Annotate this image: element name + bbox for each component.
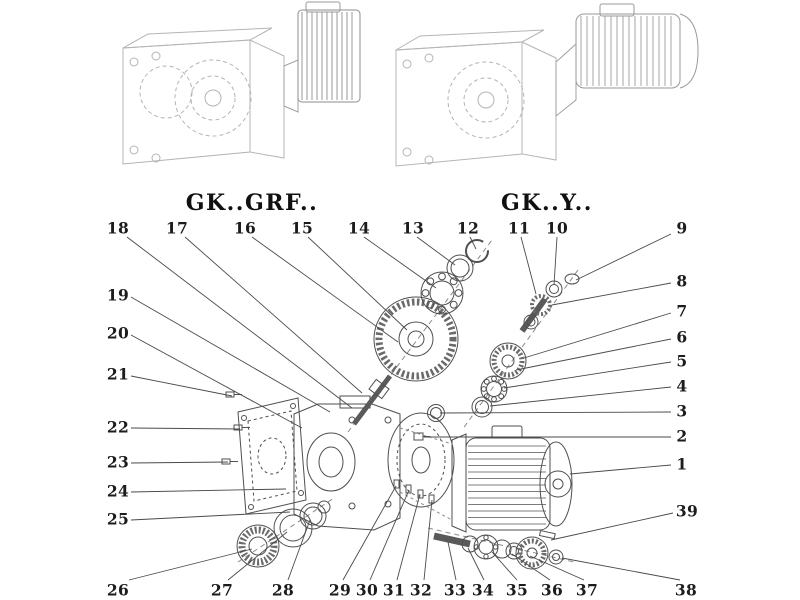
axis-pinion-stack xyxy=(461,269,579,431)
leader-line-6 xyxy=(515,338,672,371)
snap-ring xyxy=(465,239,489,263)
leader-line-1 xyxy=(569,464,672,475)
bearing-mid xyxy=(480,375,508,403)
leader-line-11 xyxy=(520,236,537,295)
leader-line-24 xyxy=(130,488,287,493)
leader-line-18 xyxy=(126,236,353,409)
axis-cover-rings xyxy=(237,497,335,563)
leader-line-30 xyxy=(369,489,410,581)
axis-output-shaft xyxy=(427,527,575,563)
input-shaft xyxy=(352,374,392,426)
leader-line-31 xyxy=(396,493,421,581)
leader-line-9 xyxy=(575,233,672,281)
cover-bolts xyxy=(221,391,250,465)
grf-cover-fins xyxy=(301,12,353,100)
leader-line-22 xyxy=(130,427,241,430)
gear-large xyxy=(373,296,459,382)
leader-line-28 xyxy=(287,519,311,581)
motor-fins xyxy=(468,445,546,525)
leader-line-3 xyxy=(439,411,672,414)
fit-line-bottom xyxy=(399,491,453,521)
assembled-gearbox-grf-drawing xyxy=(122,1,361,165)
leader-line-33 xyxy=(447,541,457,581)
leader-line-4 xyxy=(489,386,672,407)
leader-line-14 xyxy=(363,236,437,289)
vent-plug xyxy=(413,432,430,441)
motor-fins-top xyxy=(580,16,672,86)
leader-line-38 xyxy=(561,557,681,581)
leader-line-16 xyxy=(251,236,399,343)
leader-line-27 xyxy=(227,531,288,581)
leader-line-8 xyxy=(551,282,672,306)
leader-line-26 xyxy=(128,548,253,581)
leader-line-37 xyxy=(529,555,585,581)
leader-line-32 xyxy=(423,499,433,581)
leader-line-35 xyxy=(491,551,518,581)
exploded-view xyxy=(126,233,681,581)
leader-line-23 xyxy=(130,461,229,464)
figure-title-grf: GK..GRF.. xyxy=(185,190,319,216)
leader-line-20 xyxy=(130,334,303,429)
leader-line-29 xyxy=(342,485,397,581)
leader-line-17 xyxy=(184,236,363,394)
leader-line-7 xyxy=(523,312,672,359)
pinion-shaft xyxy=(519,294,552,333)
leader-line-15 xyxy=(307,236,408,331)
assembled-gearmotor-y-drawing xyxy=(395,3,699,167)
leader-line-19 xyxy=(130,296,331,413)
output-cover-rings xyxy=(236,500,331,568)
electric-motor xyxy=(451,425,573,533)
output-shaft-assembly xyxy=(433,529,564,570)
leader-line-21 xyxy=(130,375,233,397)
gearbox-housing xyxy=(293,395,455,531)
seal-ring xyxy=(471,396,493,418)
leader-line-34 xyxy=(467,547,485,581)
leader-lines xyxy=(126,233,681,581)
leader-line-10 xyxy=(553,236,558,286)
leader-line-5 xyxy=(503,361,672,389)
bearing-upper xyxy=(420,271,464,315)
figure-title-y: GK..Y.. xyxy=(501,190,593,216)
small-bearing xyxy=(523,314,539,330)
side-cover-plate xyxy=(237,397,307,515)
leader-line-39 xyxy=(550,512,674,541)
leader-line-25 xyxy=(130,511,291,521)
leader-line-12 xyxy=(469,236,477,250)
leader-line-36 xyxy=(511,553,551,581)
shim-ring xyxy=(446,254,474,282)
leader-line-13 xyxy=(416,236,456,266)
bevel-gear xyxy=(489,342,527,380)
